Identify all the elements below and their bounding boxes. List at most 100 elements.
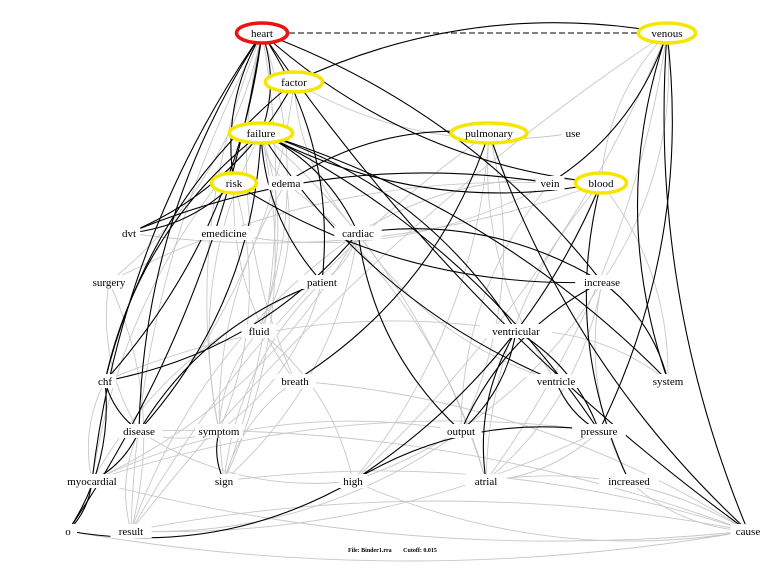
edge-increase-atrial [485,281,603,482]
node-venous[interactable]: venous [636,21,698,45]
edge-failure-system [260,132,669,382]
node-system[interactable]: system [647,374,689,388]
node-disease[interactable]: disease [115,424,163,438]
node-blood[interactable]: blood [573,171,629,195]
node-surgery-label: surgery [93,277,126,289]
edge-cardiac-output [357,232,462,432]
graph-nodes: heart venous factor failure pulmonary use risk… [59,21,766,538]
edge-heart-sign [223,32,277,482]
node-edema-label: edema [272,178,301,190]
edge-myocardial-o [67,480,93,532]
node-increased-bg [599,474,659,488]
edge-venous-atrial [485,32,668,482]
footer-file: File: Binder1.rra [348,548,392,554]
edge-pressure-atrial [485,430,600,482]
edge-risk-symptom [218,182,250,432]
node-use[interactable]: use [561,126,585,140]
node-atrial[interactable]: atrial [465,474,507,488]
node-sign[interactable]: sign [209,474,239,488]
edge-ventricular-pressure [515,330,600,432]
node-patient-label: patient [307,277,337,289]
node-fluid-bg [241,324,277,338]
node-output-bg [440,424,482,438]
node-failure[interactable]: failure [227,121,295,145]
node-patient[interactable]: patient [298,275,346,289]
node-output[interactable]: output [440,424,482,438]
node-output-label: output [447,426,475,438]
edge-factor-dvt [128,81,295,234]
node-ventricular[interactable]: ventricular [479,324,553,338]
node-emedicine-bg [194,226,254,240]
node-ventricle[interactable]: ventricle [526,374,586,388]
edge-ventricular-atrial [482,330,517,482]
node-chf[interactable]: chf [93,374,117,388]
node-symptom[interactable]: symptom [195,424,243,438]
node-dvt[interactable]: dvt [117,226,141,240]
edge-pulmonary-breath [294,132,490,382]
edge-venous-increase [601,32,670,283]
node-high-bg [338,474,368,488]
node-factor[interactable]: factor [263,70,325,94]
node-high[interactable]: high [338,474,368,488]
node-vein[interactable]: vein [535,176,565,190]
node-venous-ring [636,21,698,45]
node-o[interactable]: o [59,524,77,538]
node-cause-label: cause [736,526,761,538]
node-high-label: high [343,476,363,488]
node-ventricle-bg [526,374,586,388]
node-atrial-bg [465,474,507,488]
edge-pressure-myocardial [91,420,600,482]
node-sign-label: sign [215,476,234,488]
node-pressure[interactable]: pressure [572,424,626,438]
edge-vein-emedicine [223,182,551,244]
edge-disease-result [125,430,140,532]
edge-blood-cardiac [357,178,602,234]
edge-ventricular-chf [104,320,517,382]
node-use-bg [561,126,585,140]
edge-disease-high [138,430,354,484]
node-heart[interactable]: heart [234,21,290,45]
edge-venous-cause [663,32,749,532]
node-pressure-bg [572,424,626,438]
node-atrial-label: atrial [475,476,498,488]
node-venous-label: venous [651,28,682,40]
edge-heart-surgery [108,32,263,283]
edge-venous-vein [549,32,668,184]
node-breath[interactable]: breath [274,374,316,388]
edge-failure-ventricular [260,132,517,332]
edge-venous-result [130,32,668,532]
node-system-bg [647,374,689,388]
edge-output-result [130,430,462,532]
node-myocardial[interactable]: myocardial [59,474,125,488]
edge-o-cause [67,530,749,562]
node-cause[interactable]: cause [730,524,766,538]
edge-high-cause [352,480,749,542]
node-pressure-label: pressure [581,426,618,438]
node-chf-label: chf [98,376,112,388]
edge-pulmonary-ventricle [487,132,557,382]
node-vein-label: vein [541,178,560,190]
node-result[interactable]: result [110,524,152,538]
edge-heart-blood [261,32,602,184]
node-fluid[interactable]: fluid [241,324,277,338]
node-patient-bg [298,275,346,289]
node-emedicine[interactable]: emedicine [194,226,254,240]
node-pulmonary[interactable]: pulmonary [449,121,529,145]
node-cardiac[interactable]: cardiac [334,226,382,240]
node-blood-ring [573,171,629,195]
node-edema[interactable]: edema [268,176,304,190]
edge-failure-symptom [208,132,262,432]
node-heart-ring [234,21,290,45]
node-risk-ring [209,171,259,195]
node-risk[interactable]: risk [209,171,259,195]
node-increased[interactable]: increased [599,474,659,488]
edge-vein-surgery [108,181,551,283]
edge-pulmonary-result [130,132,490,532]
node-surgery[interactable]: surgery [85,275,133,289]
edge-ventricular-output [460,330,517,432]
strong-edges [67,22,749,539]
edge-chf-disease [104,380,140,432]
node-increase[interactable]: increase [575,275,629,289]
edge-failure-disease [138,132,262,432]
